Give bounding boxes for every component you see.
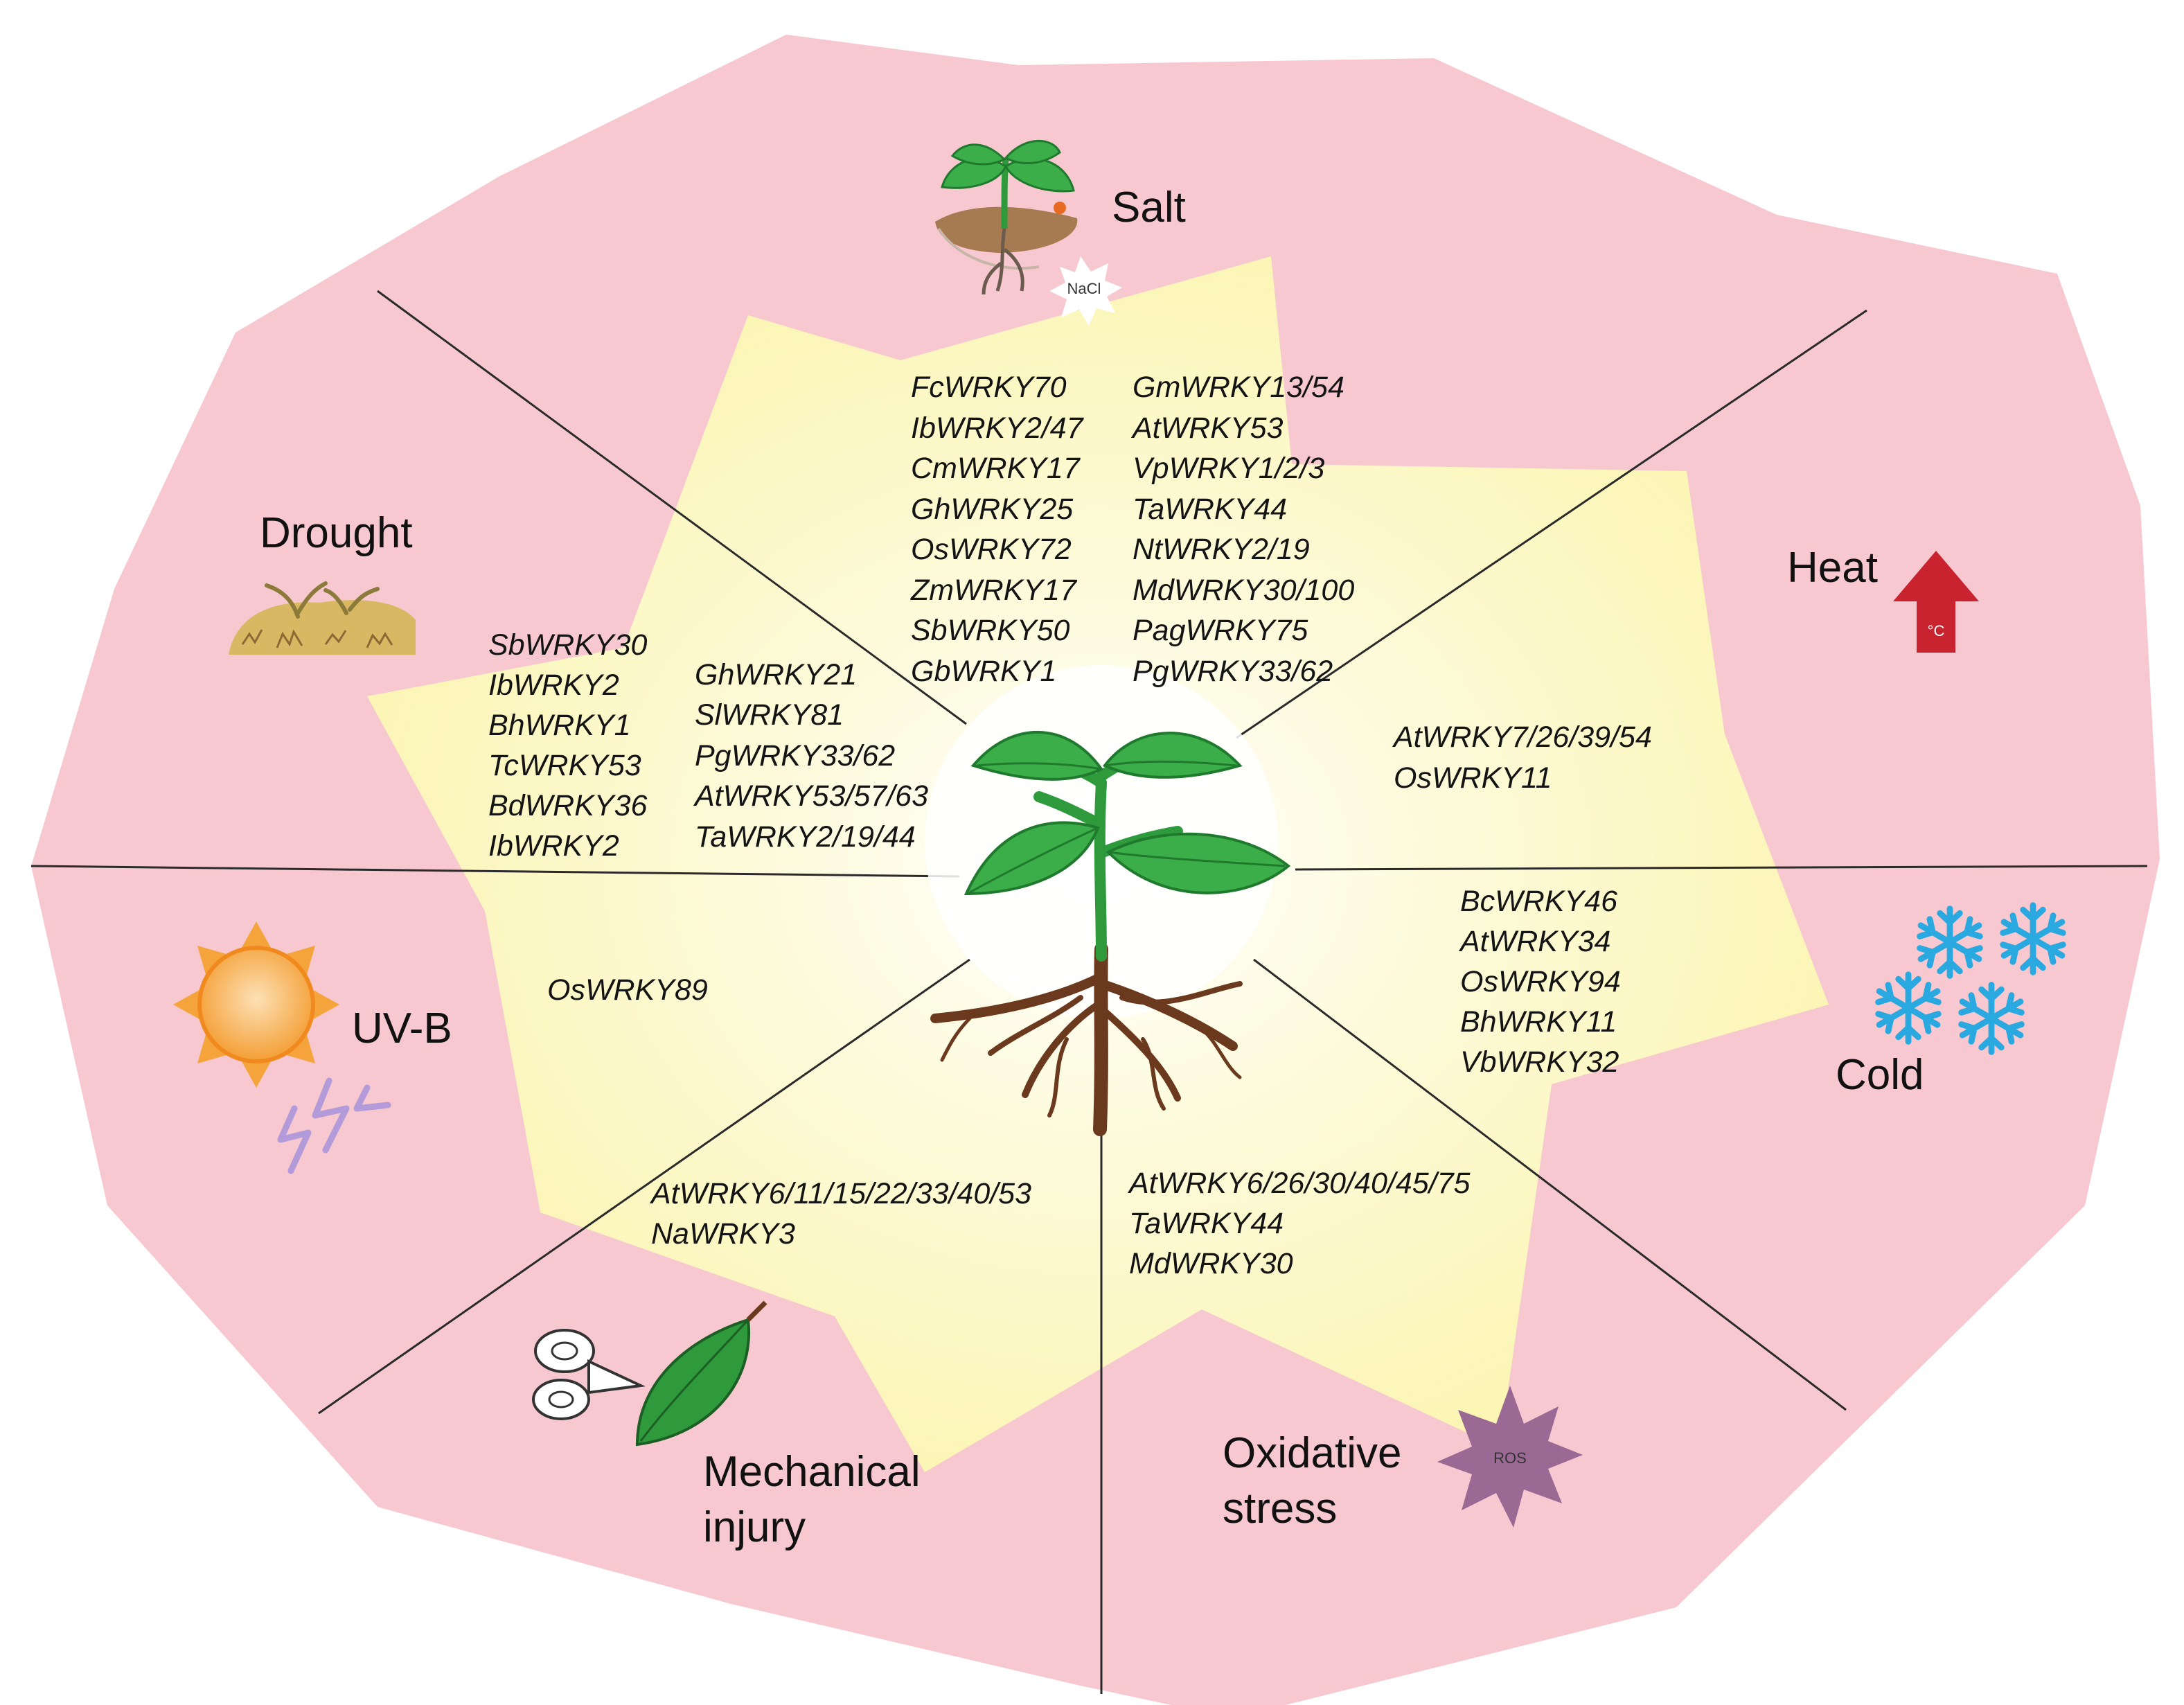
salt-genes-right: GmWRKY13/54 AtWRKY53 VpWRKY1/2/3 TaWRKY4…: [1130, 371, 1354, 688]
gene-label: FcWRKY70: [911, 371, 1067, 404]
sun-icon: [173, 921, 339, 1088]
gene-label: AtWRKY34: [1458, 925, 1610, 958]
heat-genes: AtWRKY7/26/39/54 OsWRKY11: [1392, 721, 1652, 795]
gene-label: PagWRKY75: [1133, 614, 1308, 647]
cold-section: Cold BcWRKY46 AtWRKY34 OsWRKY94 BhWRKY11…: [1458, 885, 2067, 1099]
divider-heat-cold: [1295, 865, 2148, 871]
salt-badge-text: NaCl: [1067, 280, 1101, 297]
gene-label: GmWRKY13/54: [1133, 371, 1344, 404]
gene-label: AtWRKY6/26/30/40/45/75: [1127, 1167, 1471, 1200]
mechanical-genes: AtWRKY6/11/15/22/33/40/53 NaWRKY3: [649, 1177, 1031, 1251]
divider-mechanical-uvb: [318, 958, 970, 1415]
dry-soil-icon: [229, 581, 416, 655]
gene-label: TaWRKY2/19/44: [695, 820, 916, 854]
gene-label: NtWRKY2/19: [1133, 533, 1310, 566]
uvb-section: UV-B OsWRKY89: [173, 921, 708, 1174]
gene-label: BcWRKY46: [1460, 885, 1617, 918]
divider-drought-salt: [377, 290, 967, 725]
gene-label: MdWRKY30/100: [1133, 574, 1354, 607]
gene-label: OsWRKY72: [911, 533, 1072, 566]
gene-label: IbWRKY2: [488, 669, 619, 702]
oxidative-label-line2: stress: [1223, 1485, 1337, 1532]
plant-leaf: [970, 730, 1103, 781]
gene-label: OsWRKY89: [547, 973, 708, 1007]
gene-label: BhWRKY1: [488, 709, 631, 742]
gene-label: BdWRKY36: [488, 789, 648, 822]
gene-label: AtWRKY6/11/15/22/33/40/53: [649, 1177, 1031, 1210]
gene-label: ZmWRKY17: [910, 574, 1078, 607]
divider-salt-heat: [1236, 309, 1867, 739]
mechanical-section: Mechanical injury AtWRKY6/11/15/22/33/40…: [532, 1177, 1031, 1551]
gene-label: PgWRKY33/62: [1133, 655, 1333, 688]
drought-label: Drought: [260, 509, 413, 557]
uvb-label: UV-B: [352, 1005, 452, 1052]
gene-label: OsWRKY11: [1394, 761, 1552, 795]
salt-genes-left: FcWRKY70 IbWRKY2/47 CmWRKY17 GhWRKY25 Os…: [910, 371, 1085, 688]
gene-label: GhWRKY21: [695, 658, 857, 691]
heat-section: Heat °C AtWRKY7/26/39/54 OsWRKY11: [1392, 544, 1979, 795]
divider-uvb-drought: [30, 865, 960, 878]
gene-label: AtWRKY53/57/63: [693, 779, 928, 813]
divider-cold-oxidative: [1253, 958, 1847, 1411]
uv-ray-icon: [277, 1077, 391, 1174]
mechanical-label-line2: injury: [703, 1503, 806, 1551]
gene-label: NaWRKY3: [651, 1217, 795, 1251]
gene-label: TcWRKY53: [488, 749, 641, 782]
gene-label: IbWRKY2/47: [911, 412, 1085, 445]
gene-label: SbWRKY30: [488, 628, 648, 662]
ros-badge-text: ROS: [1493, 1449, 1527, 1467]
gene-label: TaWRKY44: [1133, 493, 1287, 526]
gene-label: GbWRKY1: [911, 655, 1056, 688]
cold-label: Cold: [1836, 1051, 1924, 1099]
gene-label: IbWRKY2: [488, 829, 619, 863]
drought-genes-left: SbWRKY30 IbWRKY2 BhWRKY1 TcWRKY53 BdWRKY…: [488, 628, 648, 863]
nacl-badge-icon: NaCl: [1049, 256, 1122, 326]
oxidative-section: ROS Oxidative stress AtWRKY6/26/30/40/45…: [1127, 1167, 1583, 1532]
oxidative-genes: AtWRKY6/26/30/40/45/75 TaWRKY44 MdWRKY30: [1127, 1167, 1471, 1280]
gene-label: VbWRKY32: [1460, 1045, 1619, 1079]
drought-genes-right: GhWRKY21 SlWRKY81 PgWRKY33/62 AtWRKY53/5…: [693, 658, 928, 854]
gene-label: CmWRKY17: [911, 452, 1081, 485]
mechanical-label-line1: Mechanical: [703, 1448, 921, 1496]
gene-label: MdWRKY30: [1129, 1247, 1293, 1280]
gene-label: SlWRKY81: [695, 698, 844, 732]
sector-dividers: [30, 290, 2148, 1694]
heat-label: Heat: [1787, 544, 1878, 592]
plant-leaf: [1106, 832, 1291, 894]
cold-genes: BcWRKY46 AtWRKY34 OsWRKY94 BhWRKY11 VbWR…: [1458, 885, 1621, 1079]
up-arrow-icon: °C: [1893, 551, 1979, 653]
plant-with-roots-icon: [925, 665, 1291, 1136]
heat-unit-text: °C: [1928, 622, 1945, 639]
gene-label: AtWRKY7/26/39/54: [1392, 721, 1652, 754]
gene-label: OsWRKY94: [1460, 965, 1621, 998]
salt-section: NaCl Salt FcWRKY70 IbWRKY2/47 CmWRKY17 G…: [910, 139, 1354, 688]
gene-label: SbWRKY50: [911, 614, 1070, 647]
scissors-and-leaf-icon: [532, 1300, 767, 1447]
gene-label: GhWRKY25: [911, 493, 1074, 526]
oxidative-label-line1: Oxidative: [1223, 1429, 1401, 1477]
plant-leaf: [1102, 732, 1243, 779]
ros-star-icon: ROS: [1437, 1386, 1583, 1528]
gene-label: TaWRKY44: [1129, 1207, 1284, 1240]
gene-label: BhWRKY11: [1460, 1005, 1617, 1039]
seedling-in-soil-icon: [935, 139, 1078, 295]
gene-label: AtWRKY53: [1130, 412, 1284, 445]
gene-label: VpWRKY1/2/3: [1133, 452, 1324, 485]
gene-label: PgWRKY33/62: [695, 739, 895, 772]
drought-section: Drought SbWRKY30 IbWRKY2 BhWRKY1 TcWRKY5…: [229, 509, 928, 863]
salt-label: Salt: [1112, 184, 1186, 231]
